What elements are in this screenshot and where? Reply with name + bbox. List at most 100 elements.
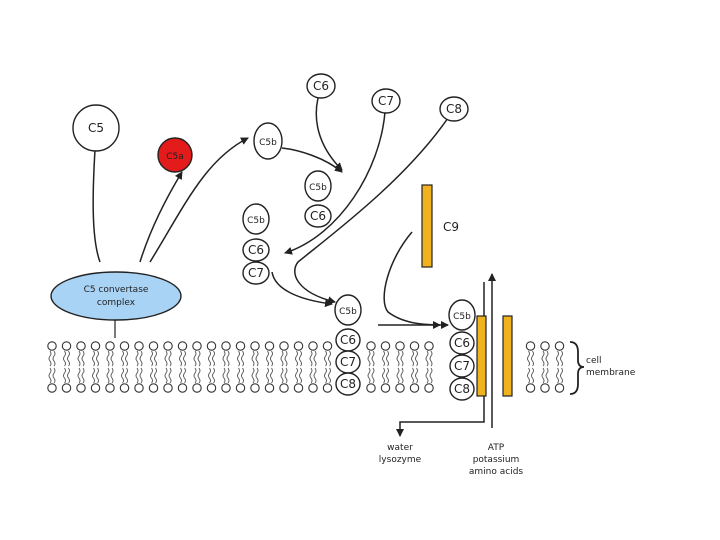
- lipid-tail: [295, 367, 298, 384]
- lipid-tail: [226, 350, 230, 367]
- lipid-head-inner: [308, 383, 318, 393]
- lipid-tail: [179, 350, 182, 367]
- convertase-label-line1: C5 convertase: [84, 285, 149, 295]
- lipid-tail: [154, 350, 157, 367]
- membrane-label-line1: cell: [586, 356, 602, 366]
- c5b-c8-membrane-complex: C5b C6 C7 C8: [334, 294, 362, 396]
- arrow-complex-to-membrane: [271, 271, 333, 308]
- lipid-tail: [411, 350, 414, 367]
- lysozyme-label: lysozyme: [379, 455, 422, 465]
- c9-label: C9: [443, 220, 459, 234]
- lipid-tail: [135, 350, 139, 367]
- lipid-head-outer: [409, 341, 420, 351]
- lipid-tail: [96, 350, 99, 367]
- lipid-head-inner: [134, 383, 144, 393]
- lipid-tail: [382, 367, 385, 384]
- lipid-tail: [67, 350, 70, 367]
- lipid-head-inner: [554, 383, 565, 393]
- lipid-tail: [255, 350, 259, 367]
- lipid-tail: [212, 367, 215, 384]
- lipid-head-inner: [395, 383, 405, 393]
- svg-text:C7: C7: [340, 355, 356, 369]
- lipid-tail: [212, 350, 215, 367]
- lipid-head-outer: [250, 341, 260, 351]
- lipid-head-inner: [322, 383, 333, 393]
- lipid-bilayer: [47, 341, 565, 393]
- lipid-tail: [237, 350, 240, 367]
- lipid-tail: [545, 367, 549, 384]
- lipid-tail: [367, 367, 371, 384]
- lipid-tail: [313, 350, 317, 367]
- lipid-head-inner: [148, 383, 159, 393]
- lipid-tail: [251, 350, 255, 367]
- lipid-tail: [324, 350, 327, 367]
- arrow-convertase-to-c5b: [149, 137, 249, 263]
- lipid-tail: [168, 367, 172, 384]
- lipid-head-outer: [119, 341, 130, 351]
- c9-molecule: C9: [421, 184, 459, 268]
- lipid-tail: [255, 367, 259, 384]
- lipid-head-outer: [395, 341, 405, 351]
- amino-acids-label: amino acids: [469, 467, 524, 477]
- atp-label: ATP: [488, 443, 505, 453]
- arrow-c9-to-pore: [383, 231, 449, 329]
- lipid-head-inner: [380, 383, 391, 393]
- lipid-tail: [48, 367, 52, 384]
- lipid-head-inner: [105, 383, 115, 393]
- lipid-head-outer: [163, 341, 173, 351]
- lipid-tail: [197, 350, 201, 367]
- lipid-head-inner: [47, 383, 57, 393]
- lipid-head-outer: [47, 341, 57, 351]
- lipid-tail: [77, 367, 81, 384]
- lipid-tail: [266, 350, 269, 367]
- lipid-tail: [110, 350, 114, 367]
- lipid-tail: [386, 367, 389, 384]
- lipid-head-inner: [540, 383, 550, 393]
- lipid-head-inner: [250, 383, 260, 393]
- lipid-head-inner: [293, 383, 304, 393]
- lipid-head-inner: [409, 383, 420, 393]
- lipid-tail: [150, 367, 153, 384]
- lipid-tail: [208, 367, 211, 384]
- c5-molecule: C5: [72, 104, 120, 152]
- svg-text:C5b: C5b: [247, 216, 265, 226]
- c8-molecule: C8: [439, 96, 469, 122]
- lipid-tail: [328, 350, 331, 367]
- lipid-head-inner: [264, 383, 275, 393]
- lipid-head-outer: [76, 341, 86, 351]
- lipid-head-outer: [148, 341, 159, 351]
- lipid-tail: [63, 367, 66, 384]
- c5b-c6-c7-complex: C5b C6 C7: [242, 203, 270, 285]
- membrane-brace: cell membrane: [569, 341, 636, 395]
- lipid-tail: [193, 367, 197, 384]
- lipid-tail: [367, 350, 371, 367]
- lipid-tail: [324, 367, 327, 384]
- lipid-tail: [121, 350, 124, 367]
- lipid-tail: [125, 350, 128, 367]
- arrow-c8-join: [294, 117, 449, 305]
- lipid-tail: [222, 350, 226, 367]
- lipid-head-outer: [525, 341, 536, 351]
- lipid-head-inner: [192, 383, 202, 393]
- c8-label: C8: [446, 102, 462, 116]
- svg-text:C8: C8: [454, 382, 470, 396]
- lipid-head-outer: [293, 341, 304, 351]
- lipid-head-inner: [90, 383, 101, 393]
- svg-text:C6: C6: [340, 333, 356, 347]
- lipid-tail: [371, 350, 375, 367]
- c5a-molecule: C5a: [157, 137, 193, 173]
- lipid-tail: [193, 350, 197, 367]
- lipid-tail: [164, 367, 168, 384]
- lipid-head-inner: [61, 383, 72, 393]
- lipid-head-inner: [525, 383, 536, 393]
- lipid-tail: [77, 350, 81, 367]
- lipid-head-outer: [177, 341, 188, 351]
- lipid-tail: [81, 367, 85, 384]
- lipid-tail: [106, 367, 110, 384]
- lipid-tail: [309, 367, 313, 384]
- lipid-tail: [135, 367, 139, 384]
- lipid-tail: [183, 367, 186, 384]
- c5b-c6-complex: C5b C6: [304, 170, 332, 228]
- lipid-head-outer: [134, 341, 144, 351]
- lipid-tail: [560, 350, 563, 367]
